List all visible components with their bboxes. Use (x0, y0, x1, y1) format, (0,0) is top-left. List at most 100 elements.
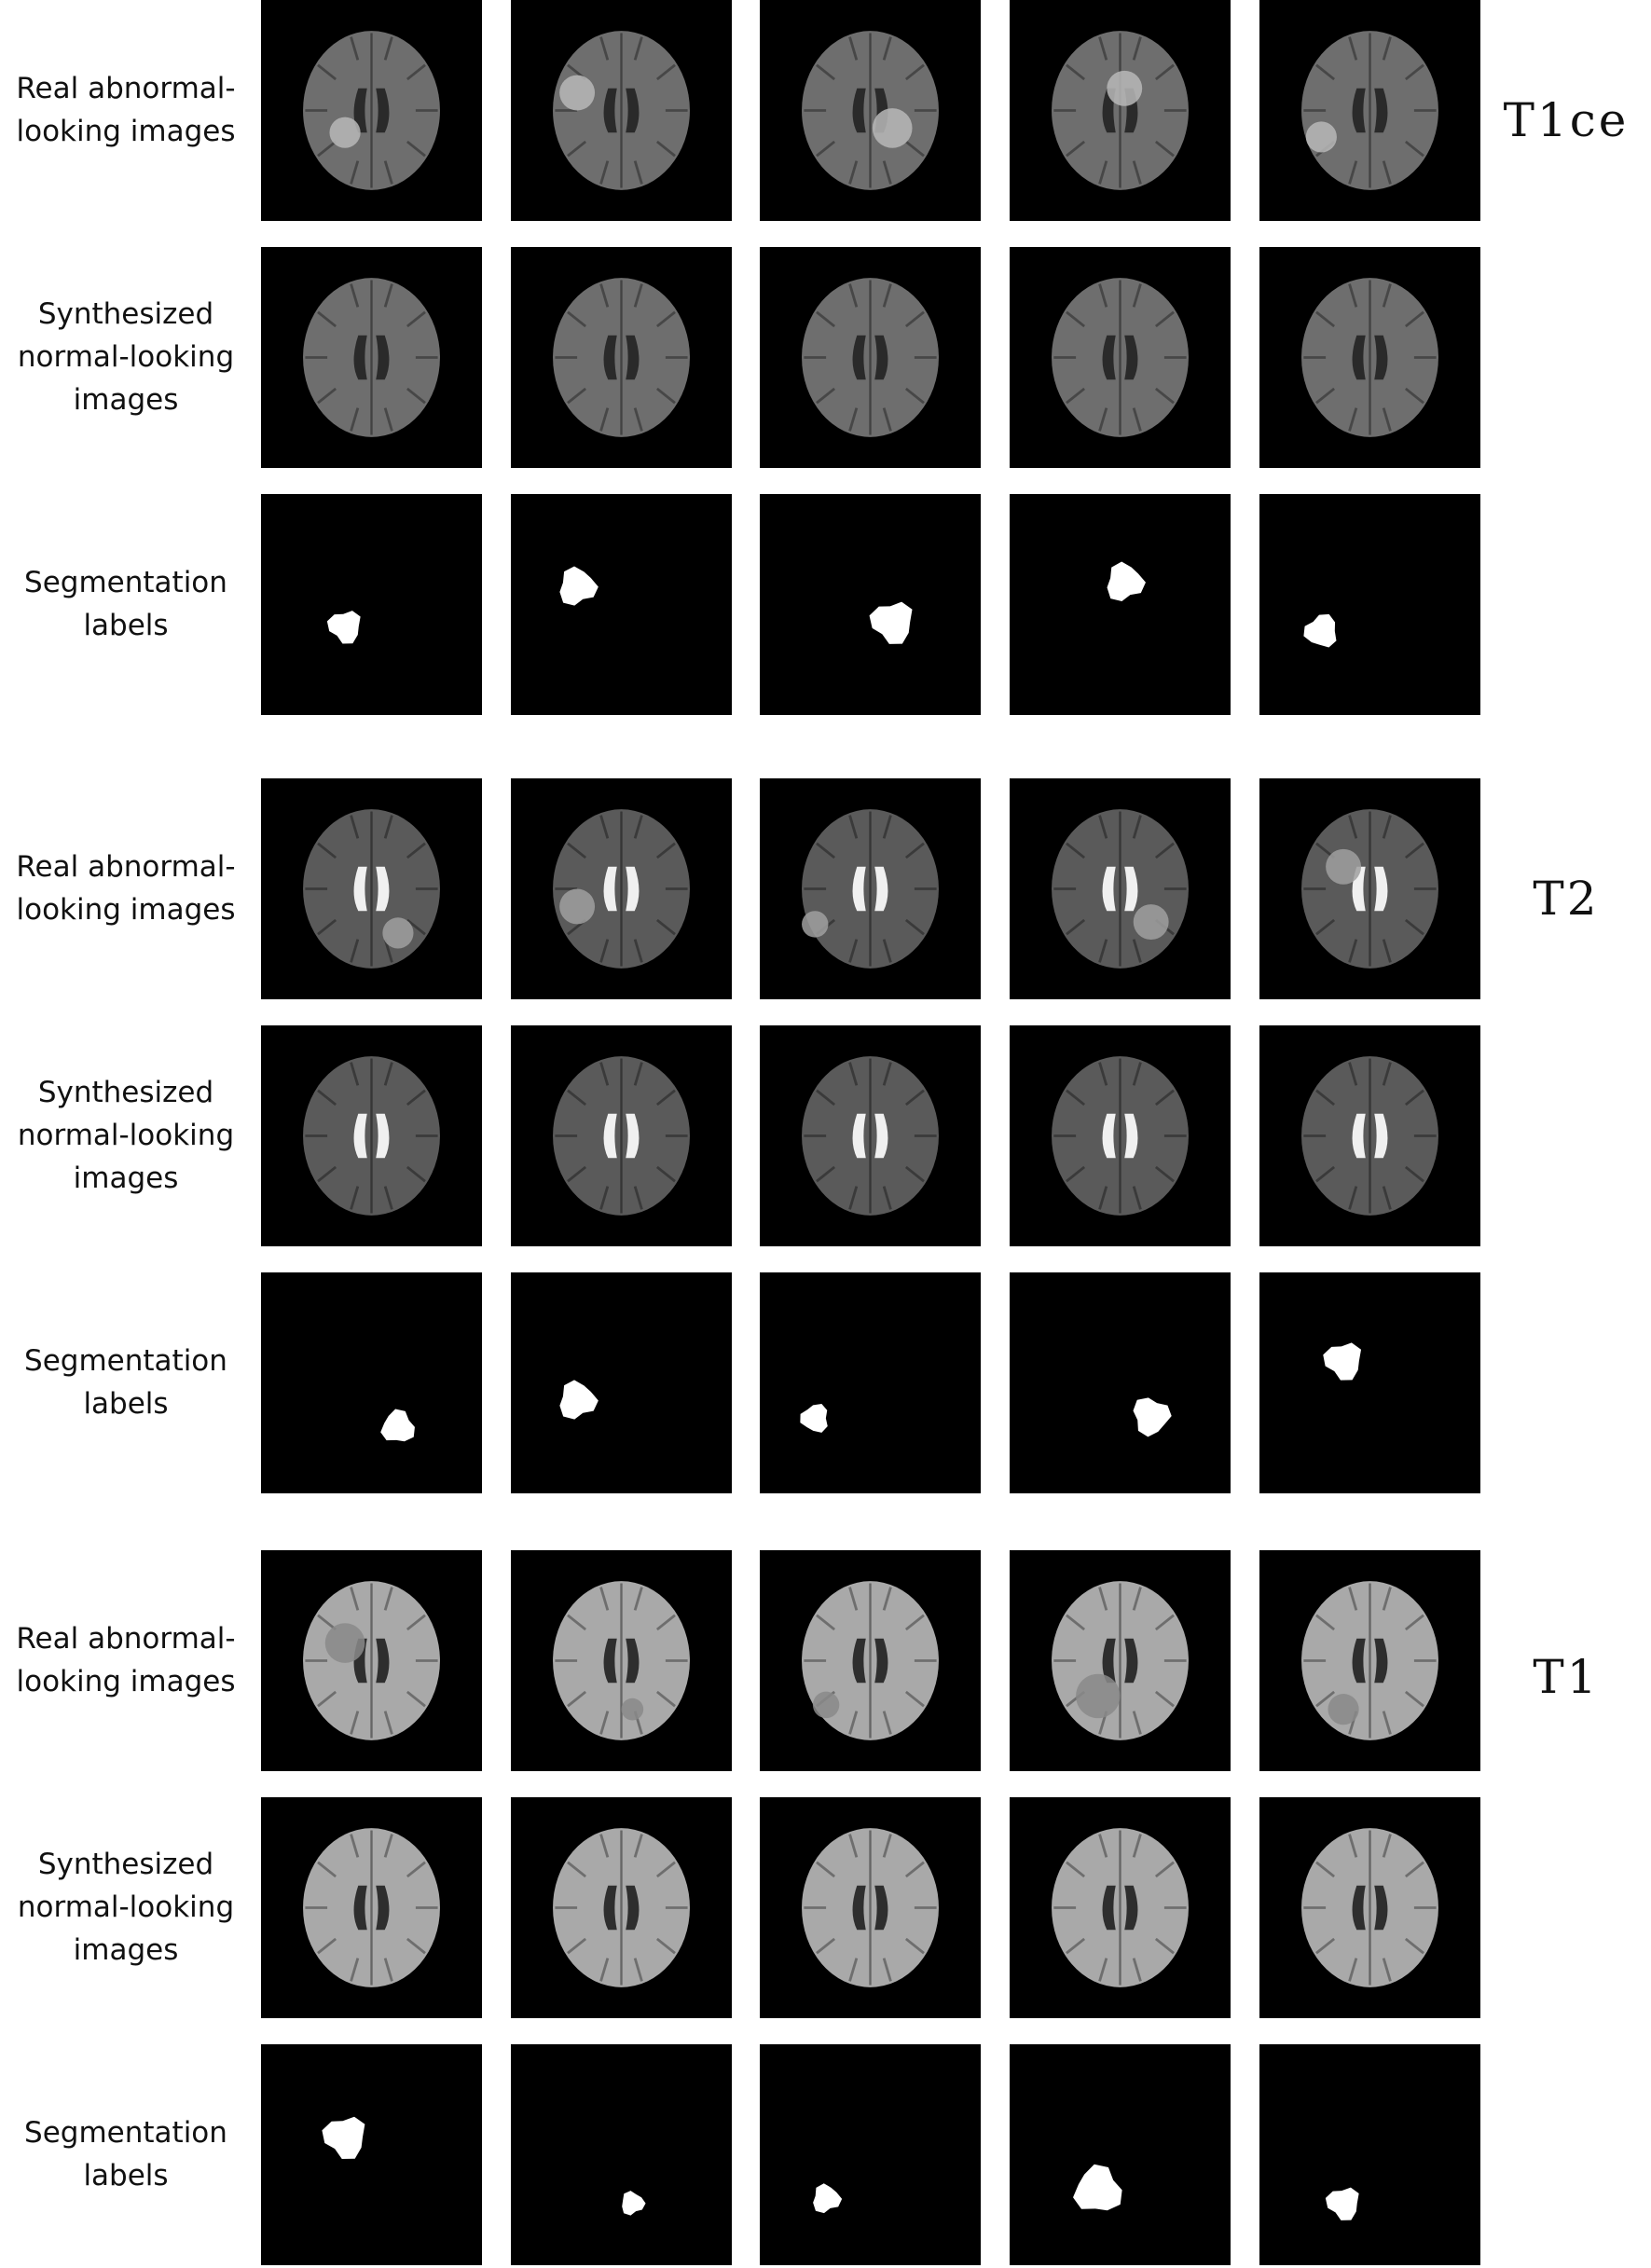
real-mri-panel (760, 1550, 981, 1771)
segmentation-mask (813, 2183, 843, 2214)
synthesized-mri-panel (511, 1797, 732, 2018)
row-label-line: Real abnormal- (16, 72, 236, 105)
ventricles (603, 866, 640, 912)
synthesized-mri-panel (760, 247, 981, 468)
row-label: Real abnormal-looking images (9, 845, 242, 931)
brain-slice (303, 1581, 440, 1740)
ventricles (1102, 1638, 1138, 1684)
brain-slice (553, 1581, 690, 1740)
ventricles (603, 1885, 640, 1931)
brain-slice (1052, 31, 1189, 190)
ventricles (1352, 1113, 1388, 1159)
synthesized-mri-panel (1010, 247, 1231, 468)
segmentation-mask (559, 1380, 598, 1420)
segmentation-panel (261, 1272, 482, 1493)
ventricles (1102, 1113, 1138, 1159)
real-mri-panel (1259, 1550, 1480, 1771)
ventricles (1102, 1885, 1138, 1931)
synthesized-mri-panel (1259, 1025, 1480, 1246)
row-label-line: normal-looking (17, 340, 235, 374)
synthesized-mri-panel (511, 247, 732, 468)
brain-slice (1052, 278, 1189, 437)
segmentation-panel (1010, 1272, 1231, 1493)
segmentation-panel (261, 2044, 482, 2265)
ventricles (852, 1885, 888, 1931)
row-label-line: images (73, 383, 179, 417)
brain-slice (553, 809, 690, 969)
ventricles (1352, 866, 1388, 912)
segmentation-panel (1010, 494, 1231, 715)
real-mri-panel (1259, 0, 1480, 221)
segmentation-panel (760, 1272, 981, 1493)
ventricles (353, 88, 390, 133)
row-label-line: looking images (16, 893, 236, 927)
segmentation-panel (1259, 1272, 1480, 1493)
ventricles (603, 335, 640, 380)
real-mri-panel (1010, 778, 1231, 999)
row-label-line: labels (83, 2159, 169, 2192)
brain-slice (303, 1056, 440, 1216)
segmentation-panel (511, 2044, 732, 2265)
segmentation-panel (760, 2044, 981, 2265)
segmentation-mask (1133, 1397, 1172, 1437)
row-label-line: Segmentation (24, 2116, 227, 2150)
segmentation-mask (1323, 1342, 1362, 1381)
ventricles (353, 1885, 390, 1931)
lesion (1107, 70, 1143, 106)
ventricles (603, 88, 640, 133)
row-label-line: labels (83, 1387, 169, 1421)
ventricles (852, 1638, 888, 1684)
segmentation-panel (760, 494, 981, 715)
ventricles (1352, 1885, 1388, 1931)
synthesized-mri-panel (1259, 1797, 1480, 2018)
row-label-line: Real abnormal- (16, 1622, 236, 1656)
ventricles (852, 866, 888, 912)
ventricles (1352, 335, 1388, 380)
ventricles (852, 1113, 888, 1159)
synthesized-mri-panel (1259, 247, 1480, 468)
synthesized-mri-panel (760, 1025, 981, 1246)
segmentation-panel (511, 1272, 732, 1493)
real-mri-panel (261, 0, 482, 221)
brain-slice (1301, 31, 1438, 190)
segmentation-mask (622, 2191, 646, 2216)
modality-title: T2 (1533, 872, 1600, 926)
ventricles (353, 866, 390, 912)
row-label-line: Synthesized (37, 297, 214, 331)
segmentation-mask (380, 1409, 415, 1442)
brain-slice (1301, 1828, 1438, 1987)
lesion (324, 1623, 365, 1663)
row-label-line: Real abnormal- (16, 850, 236, 884)
row-label-line: looking images (16, 1665, 236, 1698)
row-label: Synthesized normal-looking images (9, 293, 242, 421)
lesion (812, 1691, 840, 1719)
brain-slice (1052, 1828, 1189, 1987)
segmentation-mask (869, 601, 913, 644)
brain-slice (1301, 278, 1438, 437)
row-label-line: Synthesized (37, 1848, 214, 1881)
row-label-line: normal-looking (17, 1890, 235, 1924)
ventricles (353, 1113, 390, 1159)
row-label: Segmentation labels (9, 2111, 242, 2197)
segmentation-panel (261, 494, 482, 715)
real-mri-panel (1010, 0, 1231, 221)
real-mri-panel (511, 0, 732, 221)
row-label-line: looking images (16, 115, 236, 148)
row-label-line: Synthesized (37, 1076, 214, 1109)
synthesized-mri-panel (261, 1797, 482, 2018)
synthesized-mri-panel (1010, 1797, 1231, 2018)
brain-slice (802, 278, 939, 437)
brain-slice (1301, 809, 1438, 969)
brain-slice (303, 31, 440, 190)
synthesized-mri-panel (1010, 1025, 1231, 1246)
segmentation-mask (1303, 613, 1337, 648)
synthesized-mri-panel (261, 1025, 482, 1246)
ventricles (1102, 866, 1138, 912)
segmentation-panel (511, 494, 732, 715)
lesion (621, 1698, 644, 1721)
ventricles (852, 335, 888, 380)
